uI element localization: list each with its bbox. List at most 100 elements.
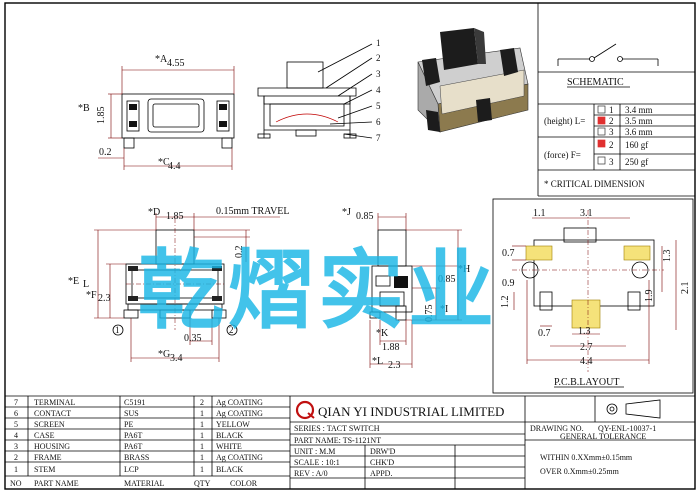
bom-row-2-no: 6 bbox=[14, 409, 18, 418]
bom-row-5-qty: 1 bbox=[200, 442, 204, 451]
bom-row-5-material: PA6T bbox=[124, 442, 142, 451]
pin-2-label: 2 bbox=[229, 325, 234, 335]
bom-row-7-color: BLACK bbox=[216, 465, 243, 474]
dim-g-label: *G bbox=[158, 349, 170, 360]
switch-3d-render bbox=[417, 28, 529, 133]
pcb-dim-13b: 1.3 bbox=[578, 326, 591, 337]
top-view bbox=[98, 66, 235, 170]
bom-row-1-qty: 2 bbox=[200, 398, 204, 407]
force-label: (force) F= bbox=[544, 150, 581, 160]
callout-2: 2 bbox=[376, 53, 381, 63]
force-option-2-checkbox[interactable] bbox=[597, 139, 606, 148]
pcb-dim-27: 2.7 bbox=[580, 342, 593, 353]
bom-row-5-color: WHITE bbox=[216, 442, 242, 451]
pcb-dim-13: 1.3 bbox=[662, 250, 673, 263]
schematic-title: SCHEMATIC bbox=[567, 77, 624, 88]
pcb-layout-title: P.C.B.LAYOUT bbox=[554, 377, 619, 388]
pcb-dim-19: 1.9 bbox=[644, 290, 655, 303]
force-option-2-code: 2 bbox=[609, 140, 614, 150]
bom-row-6-no: 2 bbox=[14, 453, 18, 462]
pcb-dim-21: 2.1 bbox=[680, 282, 691, 295]
force-option-3-checkbox[interactable] bbox=[597, 156, 606, 165]
bom-row-5-name: HOUSING bbox=[34, 442, 70, 451]
schematic-symbol bbox=[538, 43, 695, 73]
callout-4: 4 bbox=[376, 85, 381, 95]
scale-label: SCALE : 10:1 bbox=[294, 458, 340, 467]
company-logo bbox=[295, 400, 315, 420]
bom-row-6-name: FRAME bbox=[34, 453, 62, 462]
front-view bbox=[94, 213, 280, 362]
dim-d-label: *D bbox=[148, 207, 160, 218]
option-table-grid bbox=[538, 103, 695, 171]
height-option-3-checkbox[interactable] bbox=[597, 127, 606, 136]
dim-b-label: *B bbox=[78, 103, 90, 114]
bom-row-2-qty: 1 bbox=[200, 409, 204, 418]
dim-travel-02: 0.2 bbox=[234, 246, 245, 259]
tolerance-within: WITHIN 0.XXmm±0.15mm bbox=[540, 453, 633, 462]
callout-3: 3 bbox=[376, 69, 381, 79]
height-option-1-checkbox[interactable] bbox=[597, 105, 606, 114]
drawing-no-value: QY-ENL-10037-1 bbox=[598, 424, 656, 433]
force-option-3-code: 3 bbox=[609, 157, 614, 167]
pcb-layout-drawing bbox=[512, 210, 677, 372]
bom-row-2-color: Ag COATING bbox=[216, 409, 263, 418]
end-view bbox=[369, 213, 462, 368]
drawn-label: DRW'D bbox=[370, 447, 396, 456]
bom-row-4-no: 4 bbox=[14, 431, 18, 440]
dim-g-value: 3.4 bbox=[170, 353, 183, 364]
drawing-no-label: DRAWING NO. bbox=[530, 424, 584, 433]
bom-row-1-material: C5191 bbox=[124, 398, 145, 407]
pcb-dim-07: 0.7 bbox=[502, 248, 515, 259]
callout-1: 1 bbox=[376, 38, 381, 48]
dim-j-value: 0.85 bbox=[356, 211, 374, 222]
callout-7: 7 bbox=[376, 133, 381, 143]
critical-dimension-note: * CRITICAL DIMENSION bbox=[544, 179, 645, 189]
pcb-dim-12: 1.2 bbox=[500, 296, 511, 309]
tolerance-over: OVER 0.Xmm±0.25mm bbox=[540, 467, 620, 476]
bom-row-4-qty: 1 bbox=[200, 431, 204, 440]
bom-row-1-no: 7 bbox=[14, 398, 18, 407]
dim-a-value: 4.55 bbox=[167, 58, 185, 69]
checked-label: CHK'D bbox=[370, 458, 394, 467]
bom-header-color: COLOR bbox=[230, 479, 258, 488]
bom-row-3-no: 5 bbox=[14, 420, 18, 429]
sheet-border bbox=[4, 2, 696, 490]
height-option-2-checkbox[interactable] bbox=[597, 116, 606, 125]
dim-075: 0.75 bbox=[424, 305, 435, 323]
dim-c-value: 4.4 bbox=[168, 161, 181, 172]
height-option-2-code: 2 bbox=[609, 116, 614, 126]
bom-row-3-color: YELLOW bbox=[216, 420, 250, 429]
bom-row-6-qty: 1 bbox=[200, 453, 204, 462]
dim-i-label: *I bbox=[440, 304, 448, 315]
dim-j-label: *J bbox=[342, 207, 351, 218]
dim-035: 0.35 bbox=[184, 333, 202, 344]
title-block-grid bbox=[290, 396, 695, 489]
height-option-3-value: 3.6 mm bbox=[625, 127, 653, 137]
bom-row-6-material: BRASS bbox=[124, 453, 149, 462]
pcb-dim-07b: 0.7 bbox=[538, 328, 551, 339]
callout-6: 6 bbox=[376, 117, 381, 127]
dim-e-l: L bbox=[83, 279, 89, 290]
bom-header-qty: QTY bbox=[194, 479, 211, 488]
dim-e-label: *E bbox=[68, 276, 79, 287]
bom-table-grid bbox=[5, 395, 695, 489]
force-option-3-value: 250 gf bbox=[625, 157, 648, 167]
bom-row-7-name: STEM bbox=[34, 465, 55, 474]
height-option-3-code: 3 bbox=[609, 127, 614, 137]
bom-header-part-name: PART NAME bbox=[34, 479, 79, 488]
dim-h-label: *H bbox=[458, 264, 470, 275]
dim-b-value: 1.85 bbox=[96, 107, 107, 125]
pcb-dim-31: 3.1 bbox=[580, 208, 593, 219]
dim-l-label: *L bbox=[372, 356, 383, 367]
height-option-1-value: 3.4 mm bbox=[625, 105, 653, 115]
dim-c-label: *C bbox=[158, 157, 170, 168]
bom-row-4-name: CASE bbox=[34, 431, 55, 440]
bom-row-2-name: CONTACT bbox=[34, 409, 71, 418]
dim-d-value: 1.85 bbox=[166, 211, 184, 222]
height-option-1-code: 1 bbox=[609, 105, 614, 115]
bom-row-6-color: Ag COATING bbox=[216, 453, 263, 462]
company-watermark: 乾熠实业 bbox=[138, 241, 498, 341]
projection-symbol-icon bbox=[606, 399, 661, 419]
dim-f-value: 2.3 bbox=[98, 293, 111, 304]
